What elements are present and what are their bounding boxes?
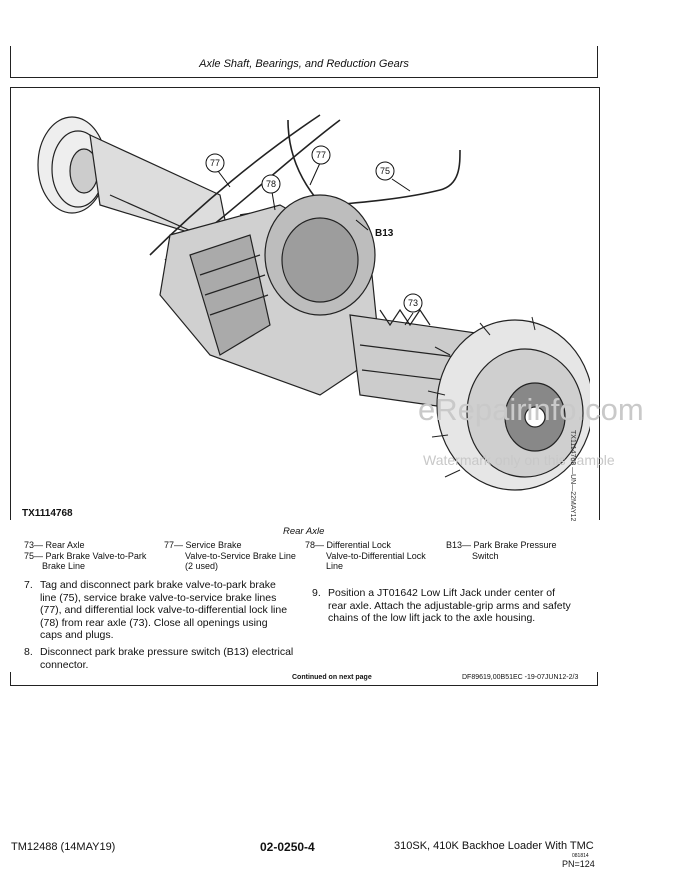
legend-item: 75— Park Brake Valve-to-Park [24, 550, 147, 561]
step-line: rear axle. Attach the adjustable-grip ar… [328, 599, 571, 612]
step-line: Tag and disconnect park brake valve-to-p… [40, 579, 276, 591]
legend-item: 77— Service Brake [164, 540, 242, 550]
content-bottom-rule [10, 685, 598, 686]
legend-item: Switch [472, 550, 499, 561]
step-7: 7. Tag and disconnect park brake valve-t… [24, 579, 314, 649]
callout-73-label: 73 [408, 298, 418, 308]
header-bottom-rule [10, 77, 598, 78]
callout-78: 78 [261, 174, 281, 211]
footer-small-code: 081814 [572, 853, 589, 859]
legend-col-4: B13— Park Brake Pressure Switch [446, 540, 596, 561]
legend-col-1: 73— Rear Axle 75— Park Brake Valve-to-Pa… [24, 540, 164, 572]
section-title: Axle Shaft, Bearings, and Reduction Gear… [199, 58, 409, 70]
watermark-text: eRepairinfo.com [418, 392, 644, 427]
legend-item: Line [326, 561, 344, 571]
step-text: Tag and disconnect park brake valve-to-p… [40, 579, 287, 642]
callout-78-label: 78 [266, 179, 276, 189]
callout-b13-label: B13 [375, 228, 394, 239]
step-number: 7. [24, 579, 33, 591]
watermark-subtext: Watermark only on this sample [423, 452, 615, 468]
step-9: 9. Position a JT01642 Low Lift Jack unde… [312, 587, 602, 629]
step-line: Disconnect park brake pressure switch (B… [40, 646, 294, 658]
header-right-rule [597, 46, 598, 78]
header-left-rule [10, 46, 11, 78]
step-line: Position a JT01642 Low Lift Jack under c… [328, 587, 556, 599]
figure-side-code: TX1114768 —UN—22MAY12 [569, 430, 576, 522]
content-left-rule [10, 672, 11, 686]
callout-77-left: 77 [205, 153, 231, 188]
step-line: connector. [40, 658, 89, 671]
callout-b13: B13 [355, 219, 394, 239]
legend-item: 73— Rear Axle [24, 540, 85, 550]
document-code: DF89619,00B51EC -19-07JUN12-2/3 [462, 674, 579, 681]
legend-item: 78— Differential Lock [305, 540, 391, 550]
footer-machine: 310SK, 410K Backhoe Loader With TMC [394, 840, 594, 852]
footer-page-number: 02-0250-4 [260, 840, 315, 854]
figure-caption: Rear Axle [283, 526, 325, 537]
continued-note: Continued on next page [292, 674, 372, 681]
figure-frame [10, 87, 600, 520]
callout-77-right: 77 [309, 145, 331, 186]
footer-manual-id: TM12488 (14MAY19) [11, 841, 116, 853]
legend-item: Brake Line [42, 561, 86, 571]
callout-75-label: 75 [380, 166, 390, 176]
step-number: 9. [312, 587, 321, 599]
callout-75: 75 [375, 161, 411, 192]
step-line: caps and plugs. [40, 629, 114, 641]
legend-item: Valve-to-Service Brake Line [185, 550, 296, 561]
step-text: Position a JT01642 Low Lift Jack under c… [328, 587, 571, 625]
callout-77-right-label: 77 [316, 150, 326, 160]
step-line: line (75), service brake valve-to-servic… [40, 591, 277, 604]
callout-73: 73 [403, 293, 423, 326]
legend-item: (2 used) [185, 561, 219, 571]
legend-col-2: 77— Service Brake Valve-to-Service Brake… [164, 540, 304, 572]
callout-77-left-label: 77 [210, 158, 220, 168]
step-line: chains of the low lift jack to the axle … [328, 612, 536, 624]
legend-item: B13— Park Brake Pressure [446, 540, 557, 550]
figure-id: TX1114768 [22, 508, 73, 519]
step-line: (78) from rear axle (73). Close all open… [40, 616, 268, 629]
rear-axle-illustration: 77 77 78 75 B13 73 [37, 114, 590, 491]
step-number: 8. [24, 646, 33, 658]
step-line: (77), and differential lock valve-to-dif… [40, 604, 288, 616]
legend-item: Valve-to-Differential Lock [326, 550, 426, 561]
step-text: Disconnect park brake pressure switch (B… [40, 646, 293, 671]
content-right-rule [597, 672, 598, 686]
step-8: 8. Disconnect park brake pressure switch… [24, 646, 314, 676]
footer-pn: PN=124 [562, 859, 595, 869]
legend-col-3: 78— Differential Lock Valve-to-Different… [305, 540, 445, 572]
